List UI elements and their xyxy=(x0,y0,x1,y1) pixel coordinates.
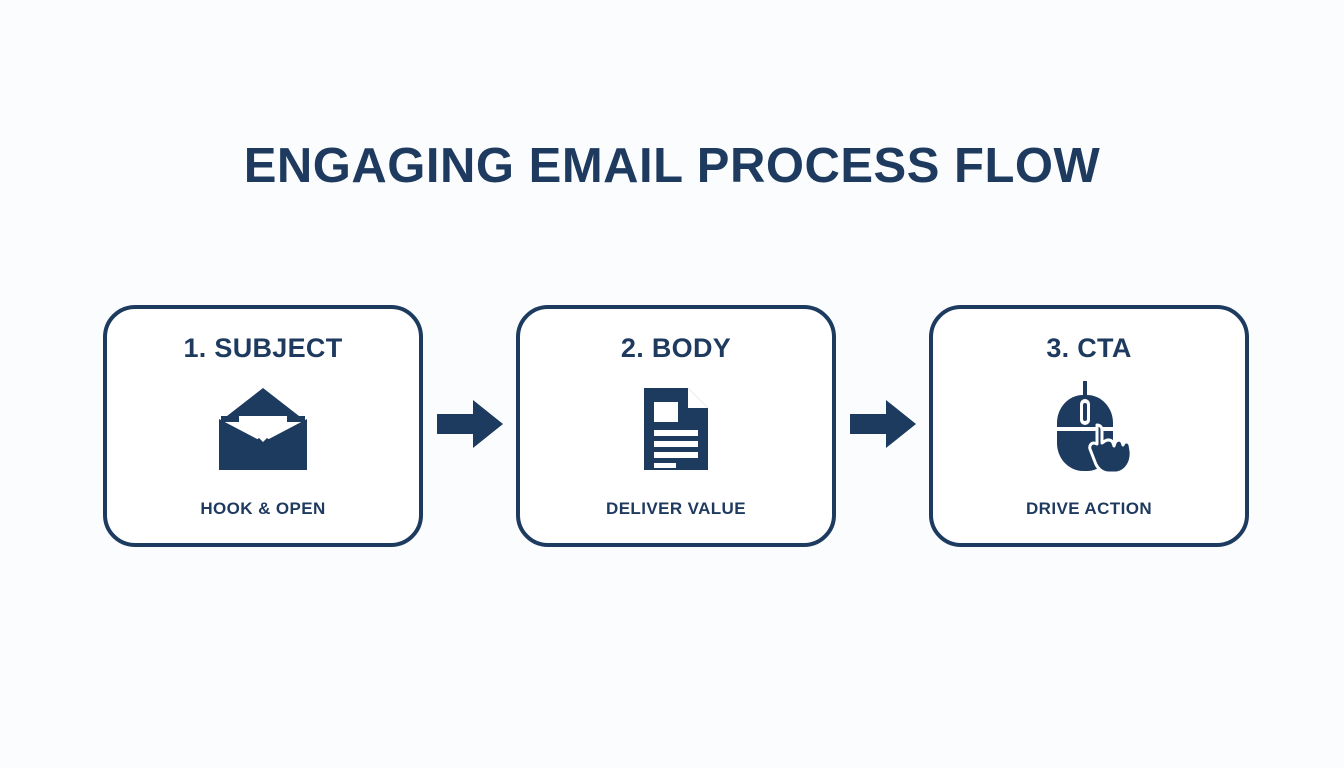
step-icon-slot xyxy=(107,362,419,500)
step-caption: HOOK & OPEN xyxy=(200,499,326,518)
step-title: 3. CTA xyxy=(1046,333,1132,363)
step-icon-slot xyxy=(933,362,1245,500)
document-icon xyxy=(640,386,712,477)
arrow-right-icon xyxy=(849,398,916,455)
open-envelope-icon xyxy=(215,386,311,477)
page-title: ENGAGING EMAIL PROCESS FLOW xyxy=(243,139,1101,193)
step-caption: DELIVER VALUE xyxy=(606,499,746,518)
connector-2 xyxy=(848,398,918,455)
mouse-click-icon xyxy=(1047,380,1133,482)
connector-1 xyxy=(435,398,505,455)
process-flow-row: 1. SUBJECT xyxy=(103,305,1249,547)
step-title: 2. BODY xyxy=(620,333,732,363)
step-card-subject[interactable]: 1. SUBJECT xyxy=(103,305,423,547)
step-caption: DRIVE ACTION xyxy=(1025,499,1152,518)
step-title: 1. SUBJECT xyxy=(183,333,343,363)
step-icon-slot xyxy=(520,362,832,500)
step-card-body[interactable]: 2. BODY DE xyxy=(516,305,836,547)
arrow-right-icon xyxy=(436,398,503,455)
step-card-cta[interactable]: 3. CTA xyxy=(929,305,1249,547)
